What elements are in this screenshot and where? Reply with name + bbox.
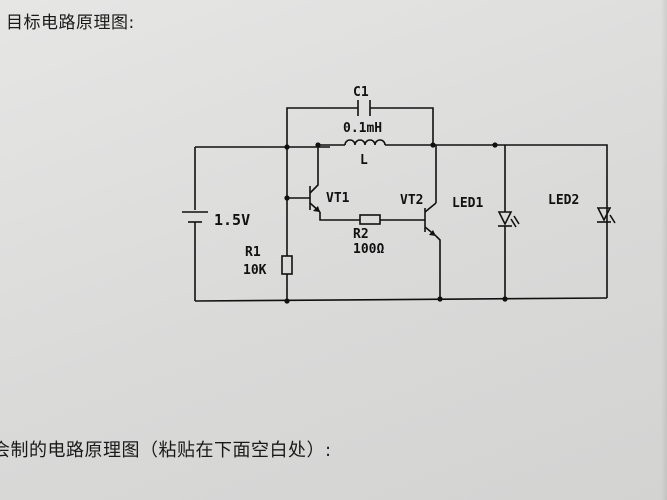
resistor-r1 bbox=[281, 255, 293, 275]
wire-vt2-emitter bbox=[435, 235, 441, 299]
page-heading: 目标电路原理图: bbox=[6, 13, 135, 33]
page-edge-shadow bbox=[661, 0, 667, 500]
wire-bottom bbox=[194, 297, 608, 302]
led1-label: LED1 bbox=[452, 196, 483, 211]
led2-label: LED2 bbox=[548, 193, 579, 208]
r1-value-label: 10K bbox=[243, 263, 267, 278]
wire-capacitor-loop bbox=[286, 107, 434, 196]
inductor-coil bbox=[344, 139, 386, 146]
transistor-vt1 bbox=[287, 186, 321, 213]
transistor-vt2 bbox=[424, 202, 437, 237]
wire-vt1-emitter bbox=[319, 212, 360, 221]
r2-value-label: 100Ω bbox=[353, 242, 384, 257]
r2-label: R2 bbox=[353, 227, 369, 242]
led2-diode bbox=[596, 207, 616, 224]
r1-label: R1 bbox=[245, 245, 261, 260]
capacitor-label: C1 bbox=[353, 85, 369, 100]
wire-inductor-right bbox=[385, 144, 608, 298]
inductor-value-label: 0.1mH bbox=[343, 121, 382, 136]
vt1-label: VT1 bbox=[326, 191, 350, 206]
wire-vt1-collector bbox=[309, 145, 319, 194]
vt2-label: VT2 bbox=[400, 193, 423, 208]
resistor-r2 bbox=[359, 214, 381, 225]
led1-diode bbox=[497, 211, 520, 228]
battery-voltage-label: 1.5V bbox=[214, 211, 250, 229]
footer-instruction: 会制的电路原理图（粘贴在下面空白处）: bbox=[0, 440, 332, 461]
junction-dots bbox=[284, 142, 508, 304]
inductor-label: L bbox=[360, 153, 368, 168]
capacitor-c1 bbox=[357, 100, 371, 116]
battery bbox=[182, 211, 208, 232]
